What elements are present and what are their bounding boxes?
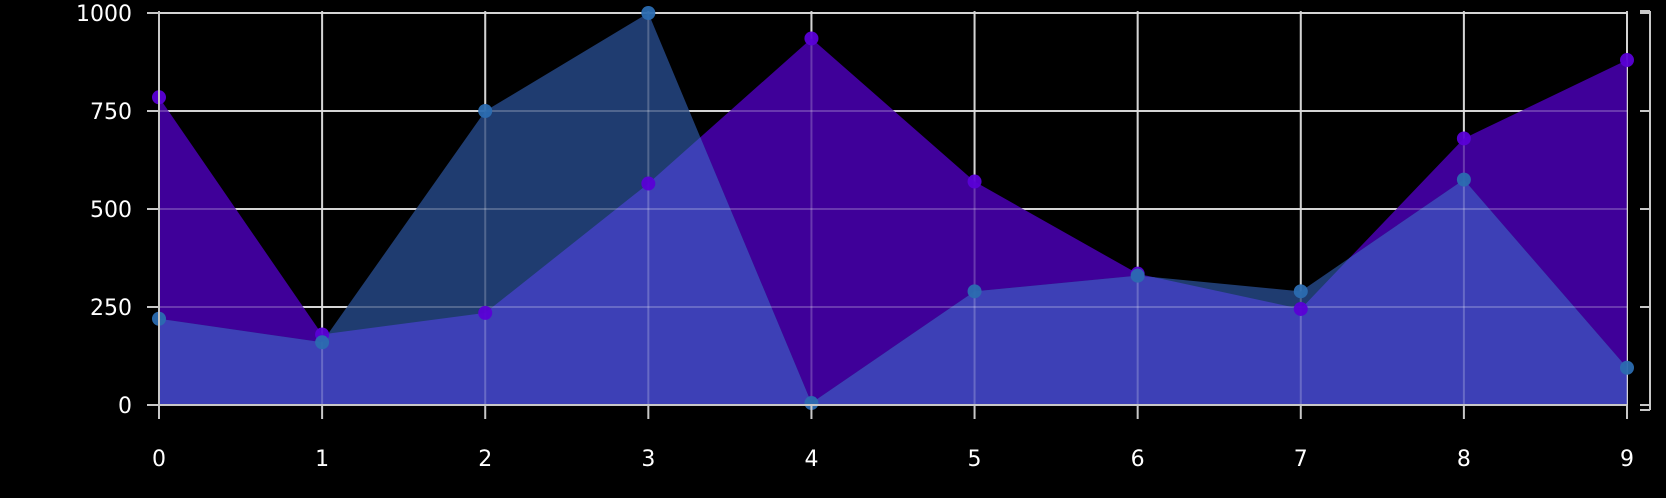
series-1-point (641, 176, 656, 191)
series-1-point (1620, 53, 1634, 68)
series-points (152, 6, 1634, 411)
x-tick-label: 9 (1620, 447, 1634, 472)
x-tick-label: 0 (152, 447, 166, 472)
x-tick-label: 3 (641, 447, 655, 472)
series-1-point (1456, 131, 1471, 146)
series-2-point (1293, 284, 1308, 299)
x-tick-label: 2 (478, 447, 492, 472)
x-tick-label: 1 (315, 447, 329, 472)
series-1-point (478, 305, 493, 320)
series-overlap-area (159, 137, 1627, 405)
y-axis-ticks: 0 250 500 750 1000 (76, 2, 1650, 419)
series-1-point (804, 31, 819, 46)
series-2-point (1620, 360, 1634, 375)
y-tick-label: 250 (90, 296, 132, 321)
series-1-point (967, 174, 982, 189)
y-tick-label: 500 (90, 198, 132, 223)
series-2-point (641, 6, 656, 20)
x-tick-label: 7 (1294, 447, 1308, 472)
y-tick-label: 1000 (76, 2, 132, 27)
series-2-point (315, 335, 330, 350)
series-2-point (967, 284, 982, 299)
series-2-point (478, 104, 493, 118)
x-tick-label: 4 (804, 447, 818, 472)
y-tick-label: 0 (118, 394, 132, 419)
series-2-point (1130, 268, 1145, 283)
series-overlap (159, 137, 1627, 405)
x-tick-label: 6 (1131, 447, 1145, 472)
y-tick-label: 750 (90, 100, 132, 125)
series-1-point (1293, 301, 1308, 316)
series-2-point (804, 396, 819, 411)
x-tick-label: 5 (968, 447, 982, 472)
series-2-point (1456, 172, 1471, 187)
x-axis-ticks: 0 1 2 3 4 5 6 7 8 9 (152, 405, 1634, 472)
x-tick-label: 8 (1457, 447, 1471, 472)
axes (158, 10, 1651, 415)
gridline-overlay (158, 12, 1628, 406)
